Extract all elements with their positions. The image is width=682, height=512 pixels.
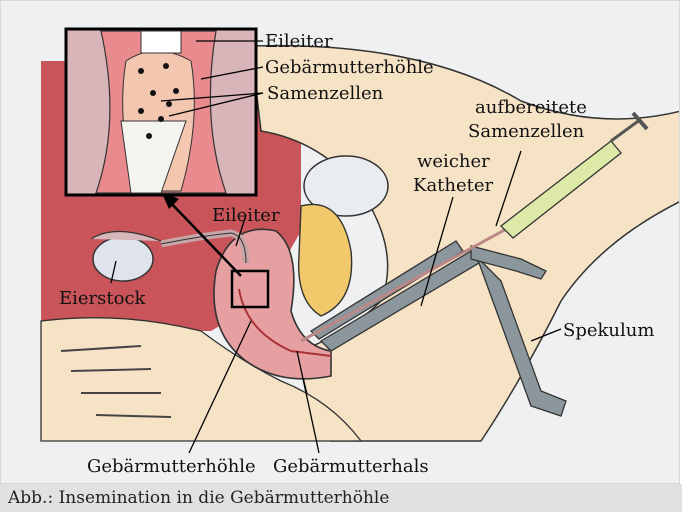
label-inset-gebaermutterhoehle: Gebärmutterhöhle: [265, 57, 434, 78]
label-katheter: Katheter: [413, 175, 494, 196]
label-inset-samenzellen: Samenzellen: [267, 83, 384, 104]
ovary: [93, 237, 153, 281]
label-samenzellen: Samenzellen: [468, 121, 585, 142]
label-eileiter: Eileiter: [212, 205, 280, 226]
figure-caption: Abb.: Insemination in die Gebärmutterhöh…: [0, 484, 682, 512]
label-spekulum: Spekulum: [563, 320, 654, 341]
label-weicher: weicher: [417, 151, 490, 172]
label-inset-eileiter: Eileiter: [265, 31, 333, 52]
inset-tube-opening: [141, 31, 181, 53]
label-aufbereitete: aufbereitete: [475, 97, 587, 118]
label-gebaermutterhals: Gebärmutterhals: [273, 456, 429, 477]
rectum: [299, 204, 352, 316]
label-eierstock: Eierstock: [59, 288, 147, 309]
insemination-diagram: Eileiter Gebärmutterhöhle Samenzellen au…: [1, 1, 680, 484]
figure-panel: Eileiter Gebärmutterhöhle Samenzellen au…: [0, 0, 680, 484]
label-gebaermutterhoehle: Gebärmutterhöhle: [87, 456, 256, 477]
